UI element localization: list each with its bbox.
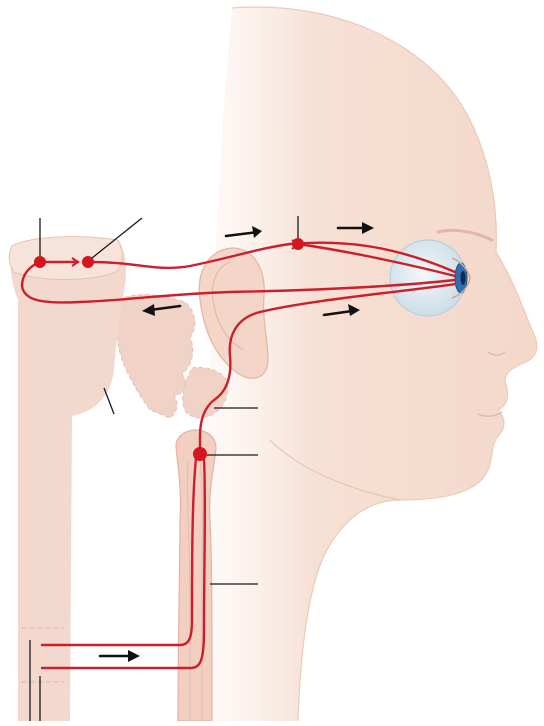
pupil: [461, 271, 466, 285]
brain-column: [10, 237, 126, 721]
third-order-neuron-upper: [292, 238, 304, 250]
first-order-neuron: [34, 256, 46, 268]
carotid-column: [176, 430, 216, 721]
arrow-right-4: [100, 650, 140, 662]
superior-cervical-ganglion: [193, 447, 207, 461]
leader-column: [104, 388, 114, 414]
